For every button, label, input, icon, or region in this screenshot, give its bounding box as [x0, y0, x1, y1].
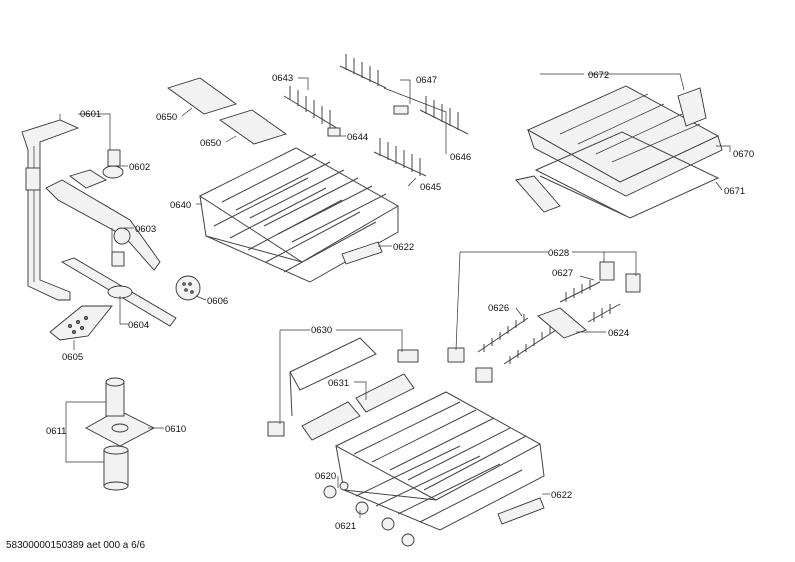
callout-0621: 0621: [335, 521, 356, 532]
callout-0640: 0640: [170, 200, 191, 211]
filter-plate-0605: [49, 305, 113, 341]
tray-frame-0671: [534, 131, 720, 219]
filter-cylinder-0611: [103, 445, 129, 491]
callout-0630: 0630: [311, 325, 332, 336]
callout-0611: 0611: [46, 426, 66, 437]
spray-arm-tube: [21, 119, 80, 301]
lower-spray-arm: [60, 251, 177, 327]
callout-0650-b: 0650: [200, 138, 221, 149]
callout-0628: 0628: [548, 248, 569, 259]
callout-0622-bottom: 0622: [551, 490, 572, 501]
tray-clips: [515, 87, 707, 213]
tine-racks-0626-0627: [477, 280, 621, 365]
clips-0628: [447, 261, 641, 383]
callout-0620: 0620: [315, 471, 336, 482]
lower-basket: [334, 391, 545, 531]
disc-0606: [175, 275, 201, 301]
callout-0602: 0602: [129, 162, 150, 173]
callout-labels: 0601 0602 0603 0604 0605 0606 0610 0611 …: [46, 70, 754, 532]
rack-rail-0622-top: [341, 241, 383, 265]
filter-assembly-0610: [85, 377, 155, 447]
callout-0626: 0626: [488, 303, 509, 314]
callout-0647: 0647: [416, 75, 437, 86]
cutlery-tray-0670: [527, 85, 723, 197]
spray-arm-hub-0602: [102, 149, 124, 179]
callout-0627: 0627: [552, 268, 573, 279]
callout-0603: 0603: [135, 224, 156, 235]
callout-0631: 0631: [328, 378, 349, 389]
cup-shelf-0631: [301, 373, 415, 441]
rack-rail-0622-bottom: [497, 497, 545, 525]
upper-basket-0640: [198, 147, 400, 283]
callout-0610: 0610: [165, 424, 186, 435]
callout-0670: 0670: [733, 149, 754, 160]
callout-0643: 0643: [272, 73, 293, 84]
callout-0624: 0624: [608, 328, 629, 339]
callout-0671: 0671: [724, 186, 745, 197]
callout-0601: 0601: [80, 109, 101, 120]
callout-0644: 0644: [347, 132, 368, 143]
cup-shelves-0650: [167, 77, 288, 145]
wire-holder-0630: [267, 337, 419, 437]
leader-lines: [59, 73, 731, 518]
callout-0604: 0604: [128, 320, 149, 331]
callout-0646: 0646: [450, 152, 471, 163]
callout-0606: 0606: [207, 296, 228, 307]
callout-0672: 0672: [588, 70, 609, 81]
callout-0605: 0605: [62, 352, 83, 363]
wheels-0620-0621: [323, 481, 415, 547]
callout-0645: 0645: [420, 182, 441, 193]
upper-spray-arm: [45, 169, 161, 271]
callout-0622-top: 0622: [393, 242, 414, 253]
tine-rows-0643-0647: [283, 54, 469, 177]
callout-0650-a: 0650: [156, 112, 177, 123]
drawing-reference-footer: 58300000150389 aet 000 a 6/6: [6, 540, 146, 551]
